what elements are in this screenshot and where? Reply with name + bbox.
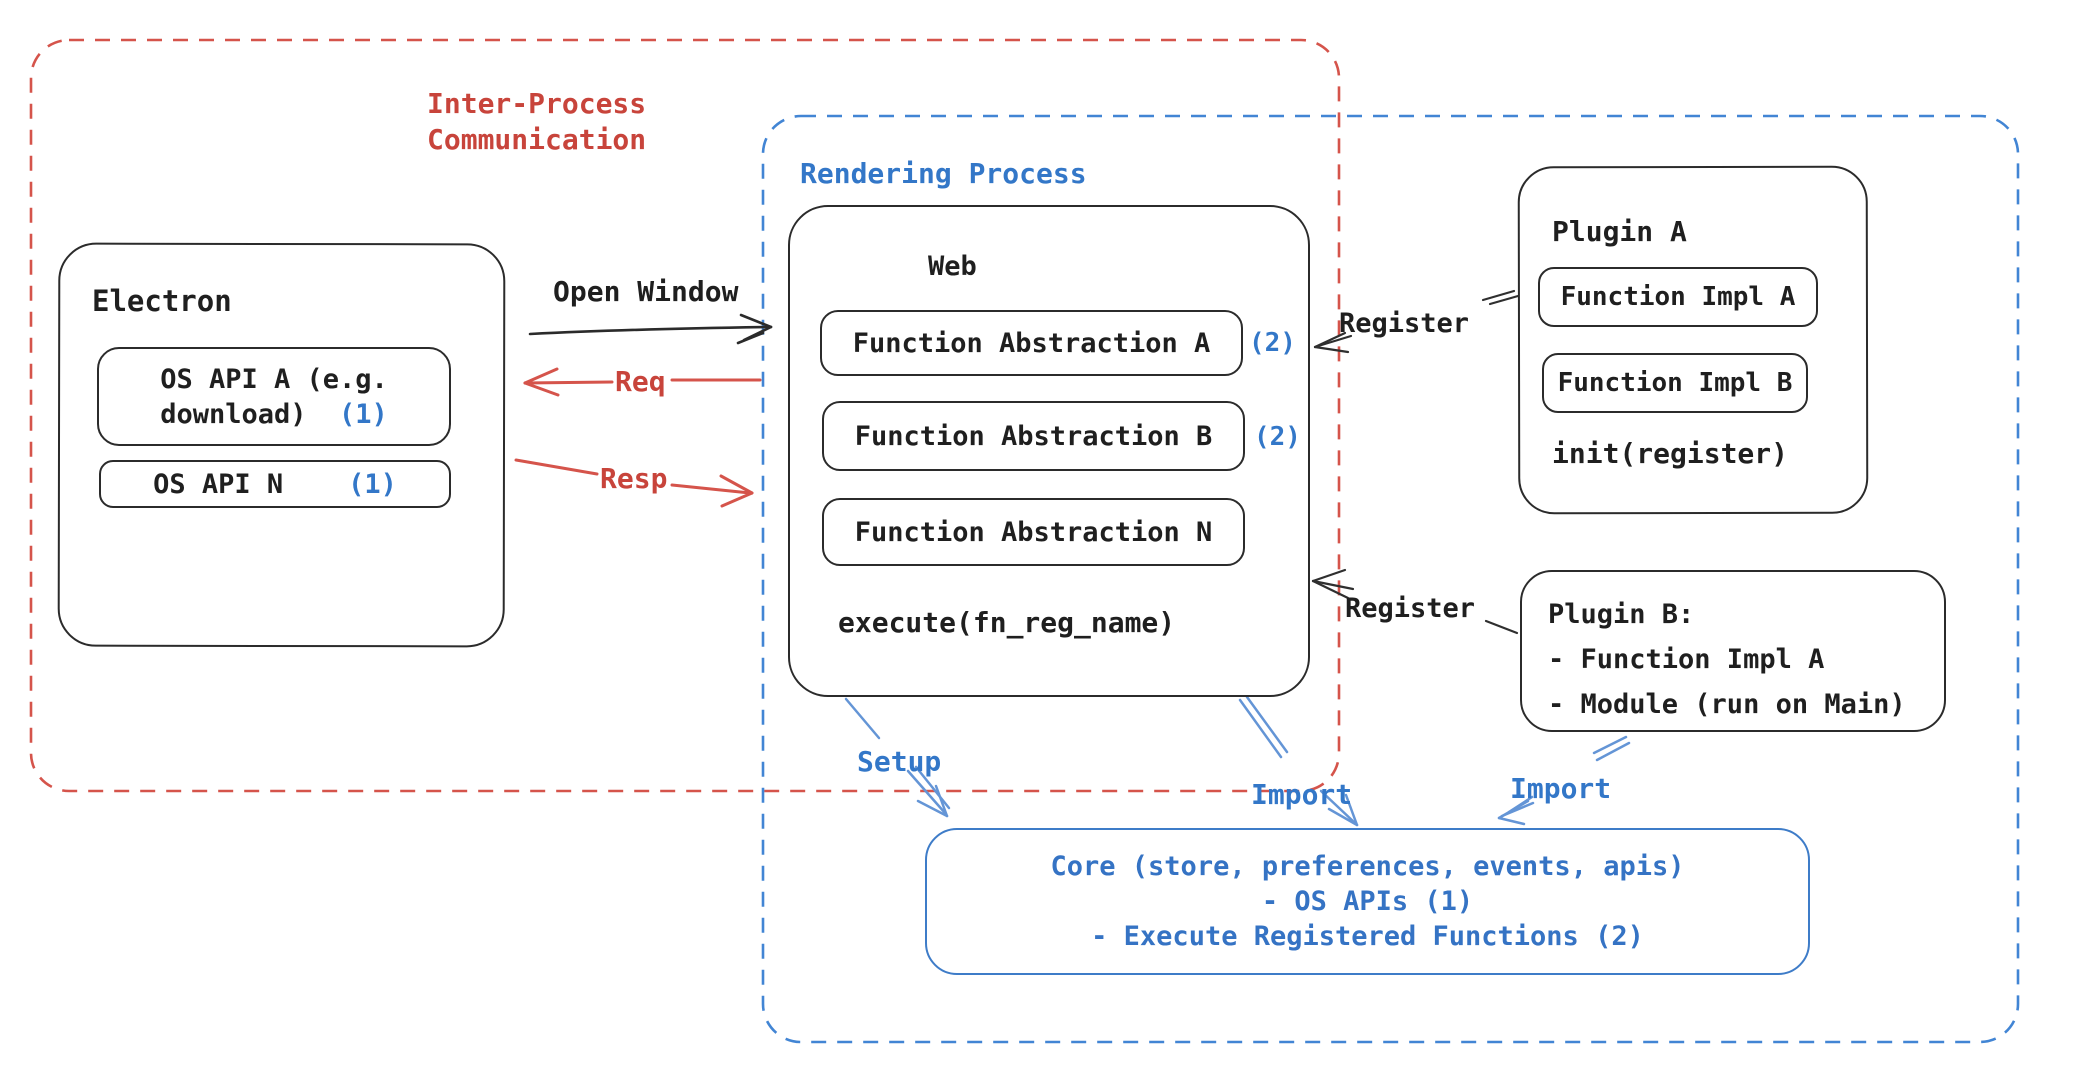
resp-label: Resp bbox=[600, 462, 668, 495]
import-right-label: Import bbox=[1510, 772, 1612, 805]
os-api-a-box: OS API A (e.g. download) (1) bbox=[97, 347, 451, 446]
import-mid-label: Import bbox=[1251, 778, 1353, 811]
electron-title: Electron bbox=[92, 284, 232, 318]
os-api-a-ref: (1) bbox=[339, 398, 388, 430]
function-abstraction-b-box: Function Abstraction B bbox=[822, 401, 1245, 471]
ipc-region-label: Inter-Process Communication bbox=[427, 87, 647, 156]
plugin-b-item-2: - Module (run on Main) bbox=[1548, 689, 1906, 720]
open-window-label: Open Window bbox=[553, 275, 739, 308]
core-line-1: Core (store, preferences, events, apis) bbox=[1050, 851, 1685, 882]
plugin-b-title: Plugin B: bbox=[1548, 599, 1695, 630]
function-abstraction-a-box: Function Abstraction A bbox=[820, 310, 1243, 376]
rendering-region-label: Rendering Process bbox=[800, 157, 1087, 190]
core-line-3: - Execute Registered Functions (2) bbox=[1091, 921, 1644, 952]
function-impl-b-box: Function Impl B bbox=[1542, 353, 1808, 413]
plugin-b-box bbox=[1520, 570, 1946, 732]
os-api-a-line1: OS API A (e.g. bbox=[160, 363, 388, 395]
register-top-label: Register bbox=[1339, 308, 1470, 339]
req-label: Req bbox=[615, 365, 666, 398]
execute-label: execute(fn_reg_name) bbox=[838, 606, 1176, 639]
os-api-n-box: OS API N (1) bbox=[99, 460, 451, 508]
setup-label: Setup bbox=[857, 745, 942, 778]
function-abstraction-a-ref: (2) bbox=[1249, 328, 1296, 358]
os-api-n-label: OS API N (1) bbox=[153, 468, 397, 500]
os-api-a-line2: download) (1) bbox=[160, 398, 388, 430]
plugin-a-title: Plugin A bbox=[1552, 215, 1687, 248]
function-impl-a-box: Function Impl A bbox=[1538, 267, 1818, 327]
os-api-n-ref: (1) bbox=[348, 468, 397, 500]
init-register-label: init(register) bbox=[1552, 437, 1789, 470]
web-title: Web bbox=[928, 251, 977, 282]
function-abstraction-n-box: Function Abstraction N bbox=[822, 498, 1245, 566]
plugin-b-text: Plugin B: - Function Impl A - Module (ru… bbox=[1548, 592, 1906, 727]
open-window-arrow bbox=[528, 313, 773, 345]
function-abstraction-b-ref: (2) bbox=[1254, 422, 1301, 452]
core-line-2: - OS APIs (1) bbox=[1261, 886, 1474, 917]
plugin-b-item-1: - Function Impl A bbox=[1548, 644, 1825, 675]
core-box: Core (store, preferences, events, apis) … bbox=[925, 828, 1810, 975]
register-bottom-label: Register bbox=[1345, 593, 1476, 624]
